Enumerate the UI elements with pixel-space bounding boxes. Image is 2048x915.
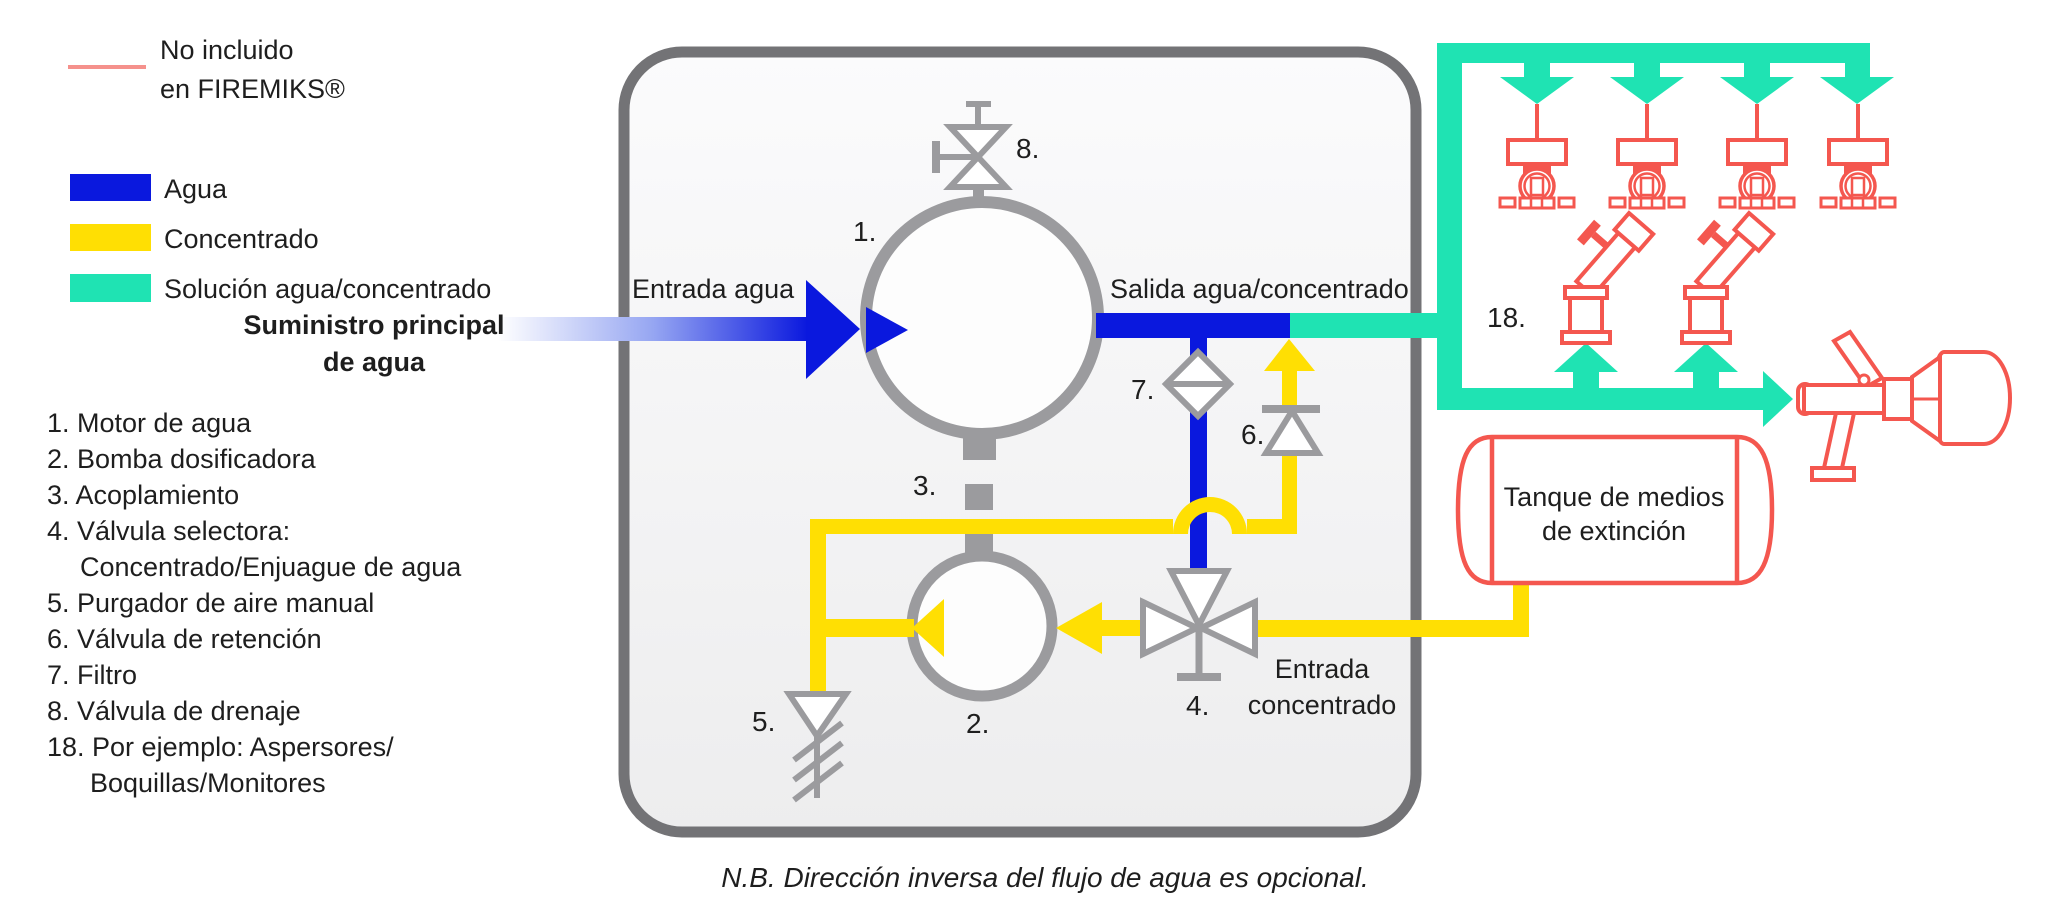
check-valve-icon (1260, 405, 1324, 456)
legend-swatch-solucion (70, 274, 151, 302)
legend-label-solucion: Solución agua/concentrado (164, 274, 492, 304)
marker-2: 2. (966, 708, 990, 739)
extinguishing-media-tank (1455, 434, 1775, 586)
filter-icon (1161, 347, 1235, 421)
water-motor-circle (860, 196, 1104, 440)
supply-label-line1: Suministro principal (243, 310, 505, 340)
legend-swatches (68, 65, 151, 302)
legend-label-agua: Agua (164, 174, 228, 204)
marker-3: 3. (913, 470, 937, 501)
marker-4: 4. (1186, 690, 1210, 721)
air-bleeder-icon (783, 691, 852, 803)
sprinkler-icon (1608, 102, 1686, 210)
concentrate-pipes (810, 339, 1529, 699)
label-entrada-concentrado-line1: Entrada (1274, 654, 1370, 684)
component-list-item-continuation: Concentrado/Enjuague de agua (80, 552, 462, 582)
component-list-item: 8. Válvula de drenaje (47, 696, 301, 726)
hose-monitor-icon (1554, 196, 1656, 345)
marker-5: 5. (752, 706, 776, 737)
component-list-item: 6. Válvula de retención (47, 624, 322, 654)
component-list-item: 3. Acoplamiento (47, 480, 240, 510)
label-salida: Salida agua/concentrado (1110, 274, 1409, 304)
label-entrada-concentrado-line2: concentrado (1247, 690, 1397, 720)
label-tank-line2: de extinción (1541, 516, 1687, 546)
component-list-item-continuation: Boquillas/Monitores (90, 768, 326, 798)
supply-label-line2: de agua (322, 347, 426, 377)
marker-18: 18. (1487, 302, 1526, 333)
label-tank-line1: Tanque de medios (1503, 482, 1725, 512)
selector-valve-icon (1140, 568, 1258, 681)
legend-not-included-line2: en FIREMIKS® (160, 74, 345, 104)
component-list-item: 2. Bomba dosificadora (47, 444, 316, 474)
component-list-item: 7. Filtro (47, 660, 138, 690)
sprinkler-icon (1498, 102, 1576, 210)
marker-1: 1. (853, 216, 877, 247)
legend-swatch-concentrado (70, 224, 151, 251)
label-entrada-agua: Entrada agua (632, 274, 795, 304)
legend-swatch-agua (70, 174, 151, 201)
sprinkler-icon (1718, 102, 1796, 210)
drain-valve-icon (932, 101, 1013, 204)
marker-7: 7. (1131, 374, 1155, 405)
deluge-monitor-icon (1796, 329, 2012, 482)
note-caption: N.B. Dirección inversa del flujo de agua… (721, 862, 1369, 893)
marker-8: 8. (1016, 133, 1040, 164)
marker-6: 6. (1241, 419, 1265, 450)
water-inlet-arrow (498, 280, 908, 379)
sprinkler-icon (1819, 102, 1897, 210)
legend-not-included-line1: No incluido (160, 35, 294, 65)
solution-pipes (1290, 43, 1894, 427)
legend-label-concentrado: Concentrado (164, 224, 319, 254)
component-list-item: 18. Por ejemplo: Aspersores/ (47, 732, 394, 762)
hose-monitor-icon (1674, 196, 1776, 345)
coupling-icon (963, 434, 996, 558)
component-list-item: 4. Válvula selectora: (47, 516, 291, 546)
component-list-item: 5. Purgador de aire manual (47, 588, 375, 618)
component-list-item: 1. Motor de agua (47, 408, 252, 438)
